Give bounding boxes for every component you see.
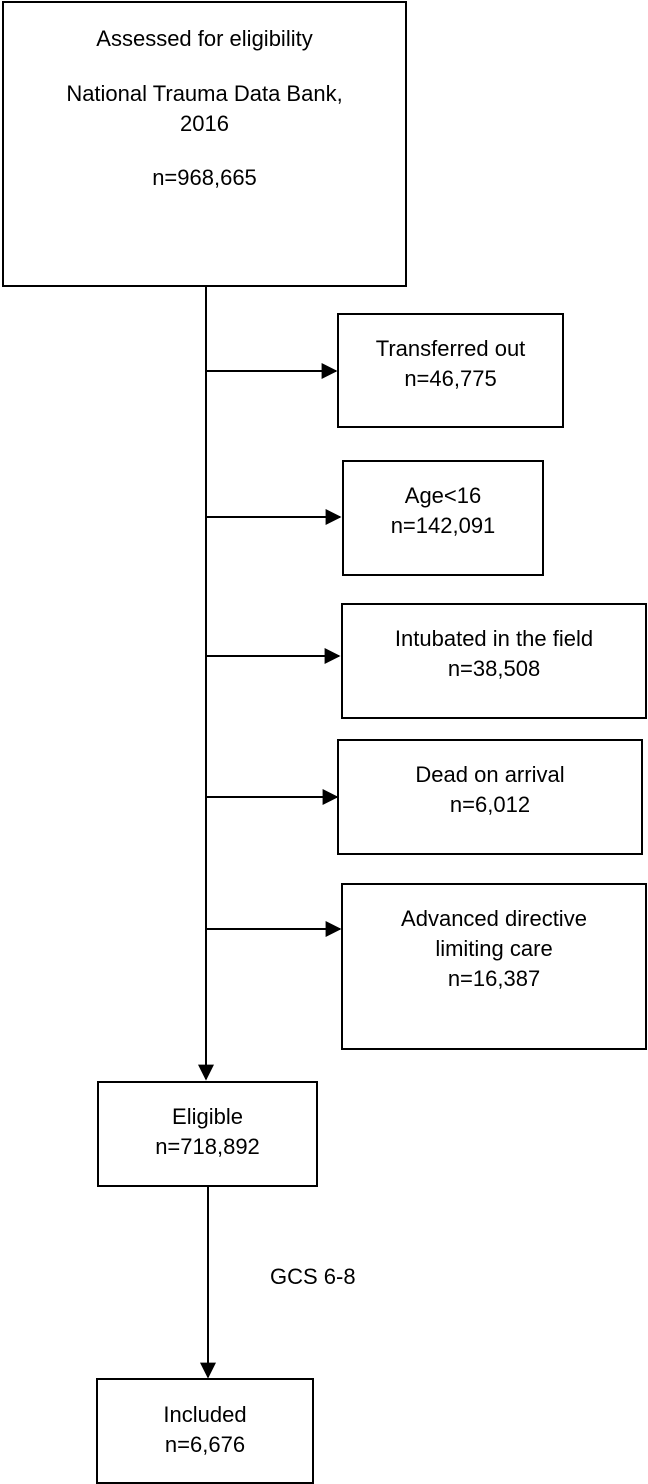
source-box: Assessed for eligibility National Trauma… bbox=[2, 1, 407, 287]
exclusion-label: Age<16 bbox=[404, 483, 482, 508]
included-label: Included bbox=[163, 1402, 247, 1427]
eligible-label: Eligible bbox=[172, 1104, 243, 1129]
eligible-count: n=718,892 bbox=[155, 1134, 260, 1159]
exclusion-box-advanced-directive: Advanced directive limiting care n=16,38… bbox=[341, 883, 647, 1050]
exclusion-label: Transferred out bbox=[375, 336, 526, 361]
exclusion-box-intubated: Intubated in the field n=38,508 bbox=[341, 603, 647, 719]
exclusion-label: Dead on arrival bbox=[415, 762, 565, 787]
exclusion-box-age: Age<16 n=142,091 bbox=[342, 460, 544, 576]
exclusion-count: n=142,091 bbox=[390, 513, 496, 538]
criterion-label: GCS 6-8 bbox=[270, 1264, 356, 1289]
exclusion-count: n=38,508 bbox=[447, 656, 541, 681]
exclusion-label-cont: limiting care bbox=[435, 936, 553, 961]
exclusion-count: n=16,387 bbox=[447, 966, 541, 991]
exclusion-count: n=6,012 bbox=[449, 792, 531, 817]
source-title: Assessed for eligibility bbox=[96, 26, 313, 51]
included-box: Included n=6,676 bbox=[96, 1378, 314, 1484]
exclusion-label: Intubated in the field bbox=[394, 626, 594, 651]
source-year: 2016 bbox=[180, 111, 229, 136]
source-database: National Trauma Data Bank, bbox=[66, 81, 343, 106]
included-count: n=6,676 bbox=[164, 1432, 246, 1457]
eligible-box: Eligible n=718,892 bbox=[97, 1081, 318, 1187]
exclusion-box-dead-on-arrival: Dead on arrival n=6,012 bbox=[337, 739, 643, 855]
source-count: n=968,665 bbox=[152, 165, 257, 190]
exclusion-count: n=46,775 bbox=[404, 366, 497, 391]
exclusion-label: Advanced directive bbox=[401, 906, 587, 931]
exclusion-box-transferred: Transferred out n=46,775 bbox=[337, 313, 564, 428]
